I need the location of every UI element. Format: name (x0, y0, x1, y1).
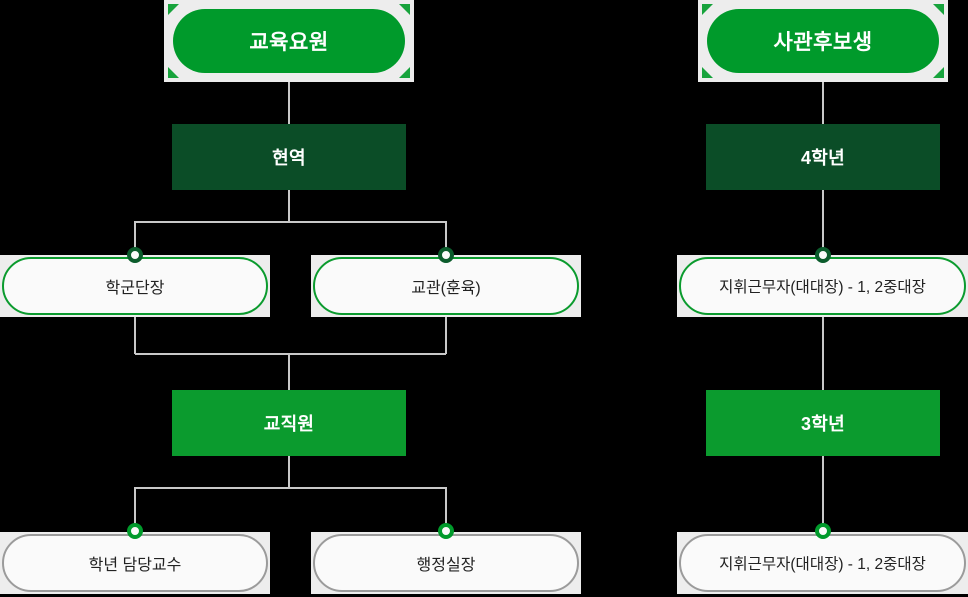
connector-left-level3b-drop (445, 221, 447, 255)
node-level3-gyogwan-label: 교관(훈육) (313, 257, 579, 315)
connector-left-level3a-drop (134, 221, 136, 255)
corner-mark-bottom-left-icon (168, 67, 179, 78)
node-level2-left[interactable]: 현역 (172, 124, 406, 190)
connector-right-level2-stem (822, 190, 824, 255)
connector-left-level4-bus (135, 487, 446, 489)
node-level2-right[interactable]: 4학년 (706, 124, 940, 190)
corner-mark-top-right-icon (399, 4, 410, 15)
connector-left-level3b-rise (445, 317, 447, 354)
node-level3-hakgundanjang-label: 학군단장 (2, 257, 268, 315)
node-hero-right[interactable]: 사관후보생 (698, 0, 948, 82)
connector-dot-level3a (127, 247, 143, 263)
node-level3-hakgundanjang[interactable]: 학군단장 (0, 255, 270, 317)
node-hero-right-label: 사관후보생 (707, 9, 939, 73)
node-level5-right-commander[interactable]: 지휘근무자(대대장) - 1, 2중대장 (677, 532, 968, 594)
connector-right-level4-to-level5 (822, 456, 824, 532)
corner-mark-bottom-left-icon (702, 67, 713, 78)
corner-mark-top-left-icon (702, 4, 713, 15)
corner-mark-top-right-icon (933, 4, 944, 15)
connector-left-level5b-drop (445, 487, 447, 529)
node-level3-right-commander[interactable]: 지휘근무자(대대장) - 1, 2중대장 (677, 255, 968, 317)
node-level3-gyogwan[interactable]: 교관(훈육) (311, 255, 581, 317)
corner-mark-bottom-right-icon (399, 67, 410, 78)
connector-left-level2-stem (288, 190, 290, 222)
connector-dot-level5a (127, 523, 143, 539)
connector-left-merge-stem (288, 353, 290, 390)
node-level4-right[interactable]: 3학년 (706, 390, 940, 456)
node-level5-hakgnyeon-professor-label: 학년 담당교수 (2, 534, 268, 592)
connector-dot-level3b (438, 247, 454, 263)
connector-dot-level5-right (815, 523, 831, 539)
connector-right-hero-to-level2 (822, 82, 824, 124)
connector-dot-level5b (438, 523, 454, 539)
node-hero-left-label: 교육요원 (173, 9, 405, 73)
connector-left-hero-to-level2 (288, 82, 290, 124)
node-level3-right-commander-label: 지휘근무자(대대장) - 1, 2중대장 (679, 257, 966, 315)
connector-dot-level3-right (815, 247, 831, 263)
node-level5-haengjeongsiljang-label: 행정실장 (313, 534, 579, 592)
node-hero-left[interactable]: 교육요원 (164, 0, 414, 82)
corner-mark-bottom-right-icon (933, 67, 944, 78)
corner-mark-top-left-icon (168, 4, 179, 15)
connector-left-level5a-drop (134, 487, 136, 529)
node-level4-left[interactable]: 교직원 (172, 390, 406, 456)
connector-left-level3a-rise (134, 317, 136, 354)
node-level5-hakgnyeon-professor[interactable]: 학년 담당교수 (0, 532, 270, 594)
connector-left-merge-bus (135, 353, 446, 355)
connector-right-level3-to-level4 (822, 317, 824, 390)
connector-left-level2-bus (135, 221, 446, 223)
connector-left-level4-stem (288, 456, 290, 488)
node-level5-haengjeongsiljang[interactable]: 행정실장 (311, 532, 581, 594)
node-level5-right-commander-label: 지휘근무자(대대장) - 1, 2중대장 (679, 534, 966, 592)
